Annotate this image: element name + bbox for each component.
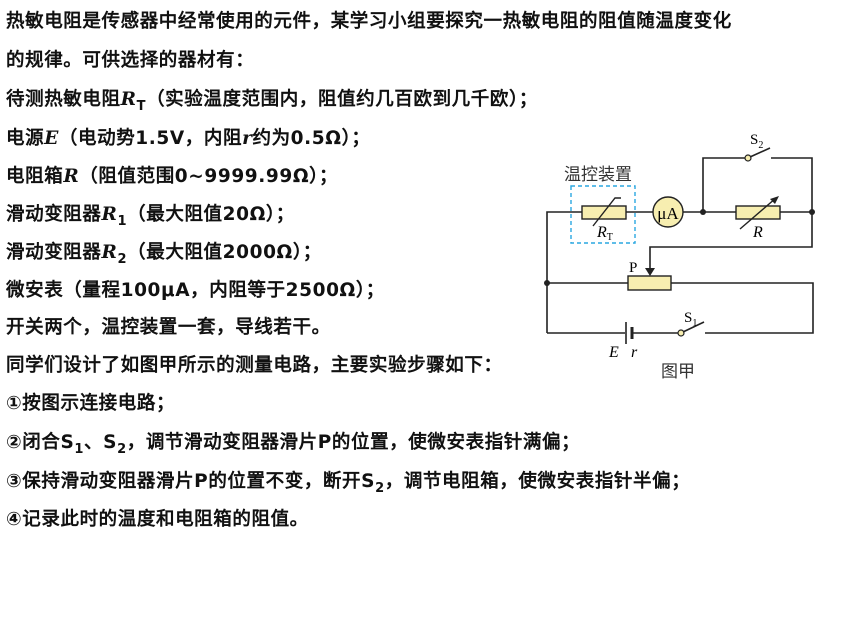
symbol: r <box>242 128 253 149</box>
text-line: 待测热敏电阻RT（实验温度范围内，阻值约几百欧到几千欧）； <box>6 88 538 119</box>
symbol: E <box>44 128 59 149</box>
text-line: 热敏电阻是传感器中经常使用的元件，某学习小组要探究一热敏电阻的阻值随温度变化 <box>6 10 732 34</box>
switch1-label: S1 <box>684 310 697 329</box>
subscript: 2 <box>117 252 128 267</box>
subscript: 1 <box>117 214 128 229</box>
switch2-lever <box>749 147 771 158</box>
symbol: R <box>101 204 118 225</box>
switch2-contact <box>744 154 752 162</box>
thermistor-label: RT <box>596 224 613 243</box>
text-segment: ，调节电阻箱，使微安表指针半偏； <box>384 471 691 492</box>
switch1-lever <box>682 321 705 333</box>
text-segment: 待测热敏电阻 <box>6 89 121 110</box>
node <box>809 209 815 215</box>
thermistor-line <box>592 197 621 227</box>
subscript: 2 <box>117 442 127 457</box>
text-line: 电阻箱R（阻值范围0~9999.99Ω）； <box>6 165 338 189</box>
temp-device-label: 温控装置 <box>564 165 632 185</box>
text-segment: （阻值范围0~9999.99Ω）； <box>79 166 339 187</box>
subscript: 1 <box>74 442 85 457</box>
text-segment: 约为0.5Ω）； <box>252 128 371 149</box>
text-segment: （最大阻值2000Ω）； <box>127 242 322 263</box>
resistance-box <box>735 205 781 220</box>
text-line: ③保持滑动变阻器滑片P的位置不变，断开S2，调节电阻箱，使微安表指针半偏； <box>6 470 690 501</box>
text-segment: ，调节滑动变阻器滑片P的位置，使微安表指针满偏； <box>126 432 581 453</box>
node <box>700 209 706 215</box>
text-segment: ②闭合S <box>6 432 75 453</box>
text-segment: 开关两个，温控装置一套，导线若干。 <box>6 317 331 338</box>
switch1-contact <box>677 329 685 337</box>
figure-caption: 图甲 <box>661 362 695 382</box>
text-line: 滑动变阻器R1（最大阻值20Ω）； <box>6 203 295 234</box>
text-segment: ③保持滑动变阻器滑片P的位置不变，断开S <box>6 471 376 492</box>
text-segment: 滑动变阻器 <box>6 204 102 225</box>
symbol: R <box>120 89 137 110</box>
text-segment: 电源 <box>6 128 45 149</box>
text-segment: 微安表（量程100μA，内阻等于2500Ω）； <box>6 280 385 301</box>
subscript: 2 <box>375 481 385 496</box>
microammeter <box>652 196 684 228</box>
resistance-box-label: R <box>752 224 763 241</box>
internal-r-label: r <box>631 344 638 361</box>
temp-control-box <box>570 185 636 244</box>
text-line: ④记录此时的温度和电阻箱的阻值。 <box>6 508 309 532</box>
text-segment: （最大阻值20Ω）； <box>127 204 295 225</box>
text-segment: （电动势1.5V，内阻 <box>58 128 243 149</box>
node <box>544 280 550 286</box>
rheostat <box>627 275 672 291</box>
text-segment: ①按图示连接电路； <box>6 393 176 414</box>
emf-label: E <box>608 344 619 361</box>
slider-arrow-icon <box>645 268 655 276</box>
symbol: R <box>63 166 80 187</box>
text-line: 同学们设计了如图甲所示的测量电路，主要实验步骤如下： <box>6 354 503 378</box>
text-line: 开关两个，温控装置一套，导线若干。 <box>6 316 331 340</box>
symbol: R <box>101 242 118 263</box>
subscript: T <box>136 99 147 114</box>
variable-arrow <box>739 197 777 230</box>
text-line: 的规律。可供选择的器材有： <box>6 49 254 73</box>
text-line: ①按图示连接电路； <box>6 392 175 416</box>
slider-label: P <box>629 260 637 276</box>
variable-arrow-icon <box>770 196 779 204</box>
text-segment: 热敏电阻是传感器中经常使用的元件，某学习小组要探究一热敏电阻的阻值随温度变化 <box>6 11 732 32</box>
text-segment: ④记录此时的温度和电阻箱的阻值。 <box>6 509 309 530</box>
text-segment: 同学们设计了如图甲所示的测量电路，主要实验步骤如下： <box>6 355 503 376</box>
text-line: ②闭合S1、S2，调节滑动变阻器滑片P的位置，使微安表指针满偏； <box>6 431 580 462</box>
text-segment: 滑动变阻器 <box>6 242 102 263</box>
text-segment: 的规律。可供选择的器材有： <box>6 50 255 71</box>
switch2-label: S2 <box>750 132 763 151</box>
text-line: 电源E（电动势1.5V，内阻r约为0.5Ω）； <box>6 127 371 151</box>
wires <box>546 157 814 334</box>
text-segment: （实验温度范围内，阻值约几百欧到几千欧）； <box>146 89 538 110</box>
text-segment: 电阻箱 <box>6 166 64 187</box>
ammeter-label: μA <box>657 204 679 223</box>
text-line: 微安表（量程100μA，内阻等于2500Ω）； <box>6 279 385 303</box>
text-line: 滑动变阻器R2（最大阻值2000Ω）； <box>6 241 322 272</box>
text-segment: 、S <box>84 432 118 453</box>
